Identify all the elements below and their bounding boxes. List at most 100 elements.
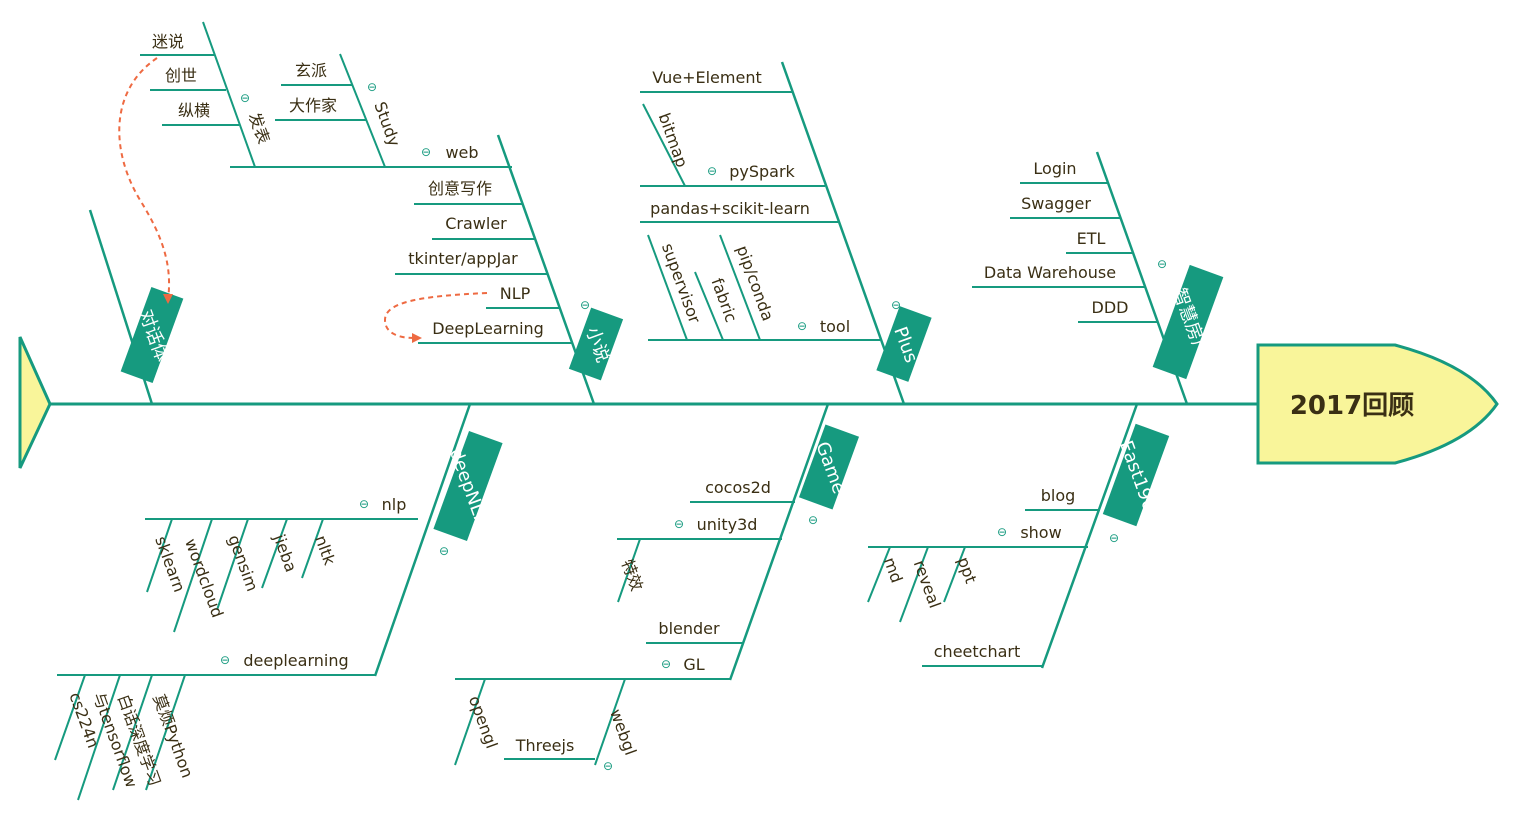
label-wordcloud[interactable]: wordcloud (181, 536, 227, 620)
branch-game: cocos2d ⊖ unity3d 特效 blender ⊖ GL opengl… (454, 403, 860, 773)
sub-bone-fabiao (202, 21, 256, 168)
box-plus[interactable] (876, 306, 932, 382)
sub-bone-texiao (617, 538, 641, 603)
collapse-icon[interactable]: ⊖ (1157, 257, 1167, 271)
sub-bone-gensim (216, 518, 249, 611)
collapse-icon[interactable]: ⊖ (603, 759, 613, 773)
sub-bone-reveal (899, 546, 929, 623)
label-deeplearning-xs[interactable]: DeepLearning (432, 319, 544, 338)
sub-bone-pip (719, 234, 761, 341)
label-nltk[interactable]: nltk (311, 533, 339, 568)
bone-game (728, 403, 830, 681)
label-nlp-dn[interactable]: nlp (382, 495, 407, 514)
sub-bone-cs224n (54, 674, 86, 761)
collapse-icon[interactable]: ⊖ (359, 497, 369, 511)
label-deeplearning-dn[interactable]: deeplearning (243, 651, 348, 670)
sub-bone-supervisor (647, 234, 688, 341)
label-dw[interactable]: Data Warehouse (984, 263, 1116, 282)
label-blog[interactable]: blog (1041, 486, 1076, 505)
collapse-icon[interactable]: ⊖ (1109, 531, 1119, 545)
box-duihuati[interactable] (120, 286, 184, 384)
sub-bone-fabric (694, 271, 724, 341)
collapse-icon[interactable]: ⊖ (674, 517, 684, 531)
label-md[interactable]: md (880, 555, 907, 586)
label-bitmap[interactable]: bitmap (655, 110, 692, 170)
sub-bone-ppt (943, 546, 966, 603)
branch-deepnlp: ⊖ nlp sklearn wordcloud gensim jieba nlt… (54, 403, 503, 801)
sub-bone-jieba (261, 518, 288, 589)
branch-plus: Vue+Element ⊖ pySpark bitmap pandas+scik… (640, 61, 932, 405)
label-vue[interactable]: Vue+Element (652, 68, 762, 87)
label-login[interactable]: Login (1033, 159, 1076, 178)
sub-bone-bitmap (642, 103, 686, 187)
arrowhead-icon (412, 333, 422, 343)
collapse-icon[interactable]: ⊖ (580, 298, 590, 312)
collapse-icon[interactable]: ⊖ (240, 91, 250, 105)
collapse-icon[interactable]: ⊖ (707, 164, 717, 178)
label-crawler[interactable]: Crawler (445, 214, 507, 233)
collapse-icon[interactable]: ⊖ (220, 653, 230, 667)
sub-bone-sklearn (146, 518, 173, 593)
label-ppt[interactable]: ppt (954, 554, 981, 585)
label-unity[interactable]: unity3d (697, 515, 758, 534)
box-east[interactable] (1102, 423, 1170, 527)
relation-arrow (118, 57, 171, 301)
branch-zhihui: Login Swagger ETL Data Warehouse DDD ⊖ 智… (972, 151, 1224, 405)
label-chuangshi[interactable]: 创世 (165, 66, 197, 85)
branch-duihuati: 迷说 创世 纵横 玄派 大作家 ⊖ 发表 ⊖ Study 对话体 (88, 21, 512, 405)
label-fabric[interactable]: fabric (707, 276, 740, 325)
label-mishuo[interactable]: 迷说 (152, 32, 184, 51)
label-pyspark[interactable]: pySpark (729, 162, 795, 181)
label-webgl[interactable]: webgl (606, 706, 640, 757)
label-web[interactable]: web (445, 143, 478, 162)
label-chuangyi[interactable]: 创意写作 (428, 179, 492, 198)
label-tool[interactable]: tool (820, 317, 850, 336)
sub-bone-opengl (454, 678, 486, 766)
branch-east: blog ⊖ show md reveal ppt cheetchart Eas… (867, 403, 1170, 669)
label-cheetchart[interactable]: cheetchart (934, 642, 1021, 661)
collapse-icon[interactable]: ⊖ (997, 525, 1007, 539)
arrowhead-icon (163, 294, 173, 304)
label-gl[interactable]: GL (683, 655, 704, 674)
label-gensim[interactable]: gensim (224, 532, 262, 593)
fish-head[interactable] (1256, 343, 1499, 465)
label-swagger[interactable]: Swagger (1021, 194, 1091, 213)
sub-bone-tensorflow (77, 674, 121, 801)
collapse-icon[interactable]: ⊖ (421, 145, 431, 159)
sub-bone-md (867, 546, 891, 603)
collapse-icon[interactable]: ⊖ (891, 298, 901, 312)
label-pip[interactable]: pip/conda (733, 243, 778, 324)
sub-bone-study (339, 53, 386, 168)
label-blender[interactable]: blender (658, 619, 720, 638)
label-dazuojia[interactable]: 大作家 (289, 96, 337, 115)
collapse-icon[interactable]: ⊖ (661, 657, 671, 671)
relation-arrow (383, 292, 488, 339)
label-xuanpai[interactable]: 玄派 (295, 61, 327, 80)
label-cocos[interactable]: cocos2d (705, 478, 771, 497)
collapse-icon[interactable]: ⊖ (439, 544, 449, 558)
label-nlp[interactable]: NLP (500, 284, 531, 303)
label-etl[interactable]: ETL (1077, 229, 1106, 248)
label-zongheng[interactable]: 纵横 (178, 101, 210, 120)
bone-deepnlp (373, 403, 472, 677)
box-zhihui[interactable] (1152, 264, 1224, 380)
label-threejs[interactable]: Threejs (515, 736, 575, 755)
label-show[interactable]: show (1020, 523, 1061, 542)
collapse-icon[interactable]: ⊖ (797, 319, 807, 333)
label-fabiao[interactable]: 发表 (245, 110, 274, 147)
label-pandas[interactable]: pandas+scikit-learn (650, 199, 810, 218)
sub-bone-python (145, 674, 186, 791)
collapse-icon[interactable]: ⊖ (808, 513, 818, 527)
box-deepnlp[interactable] (433, 430, 503, 542)
diagram-title: 2017回顾 (1290, 391, 1414, 421)
collapse-icon[interactable]: ⊖ (367, 80, 377, 94)
sub-bone-baihua (112, 674, 153, 791)
fish-tail (18, 336, 52, 469)
label-tkinter[interactable]: tkinter/appJar (408, 249, 518, 268)
label-ddd[interactable]: DDD (1092, 298, 1129, 317)
box-xiaoshuo[interactable] (568, 307, 624, 381)
sub-bone-wordcloud (173, 518, 213, 633)
sub-bone-nltk (301, 518, 324, 579)
box-game[interactable] (798, 424, 860, 510)
